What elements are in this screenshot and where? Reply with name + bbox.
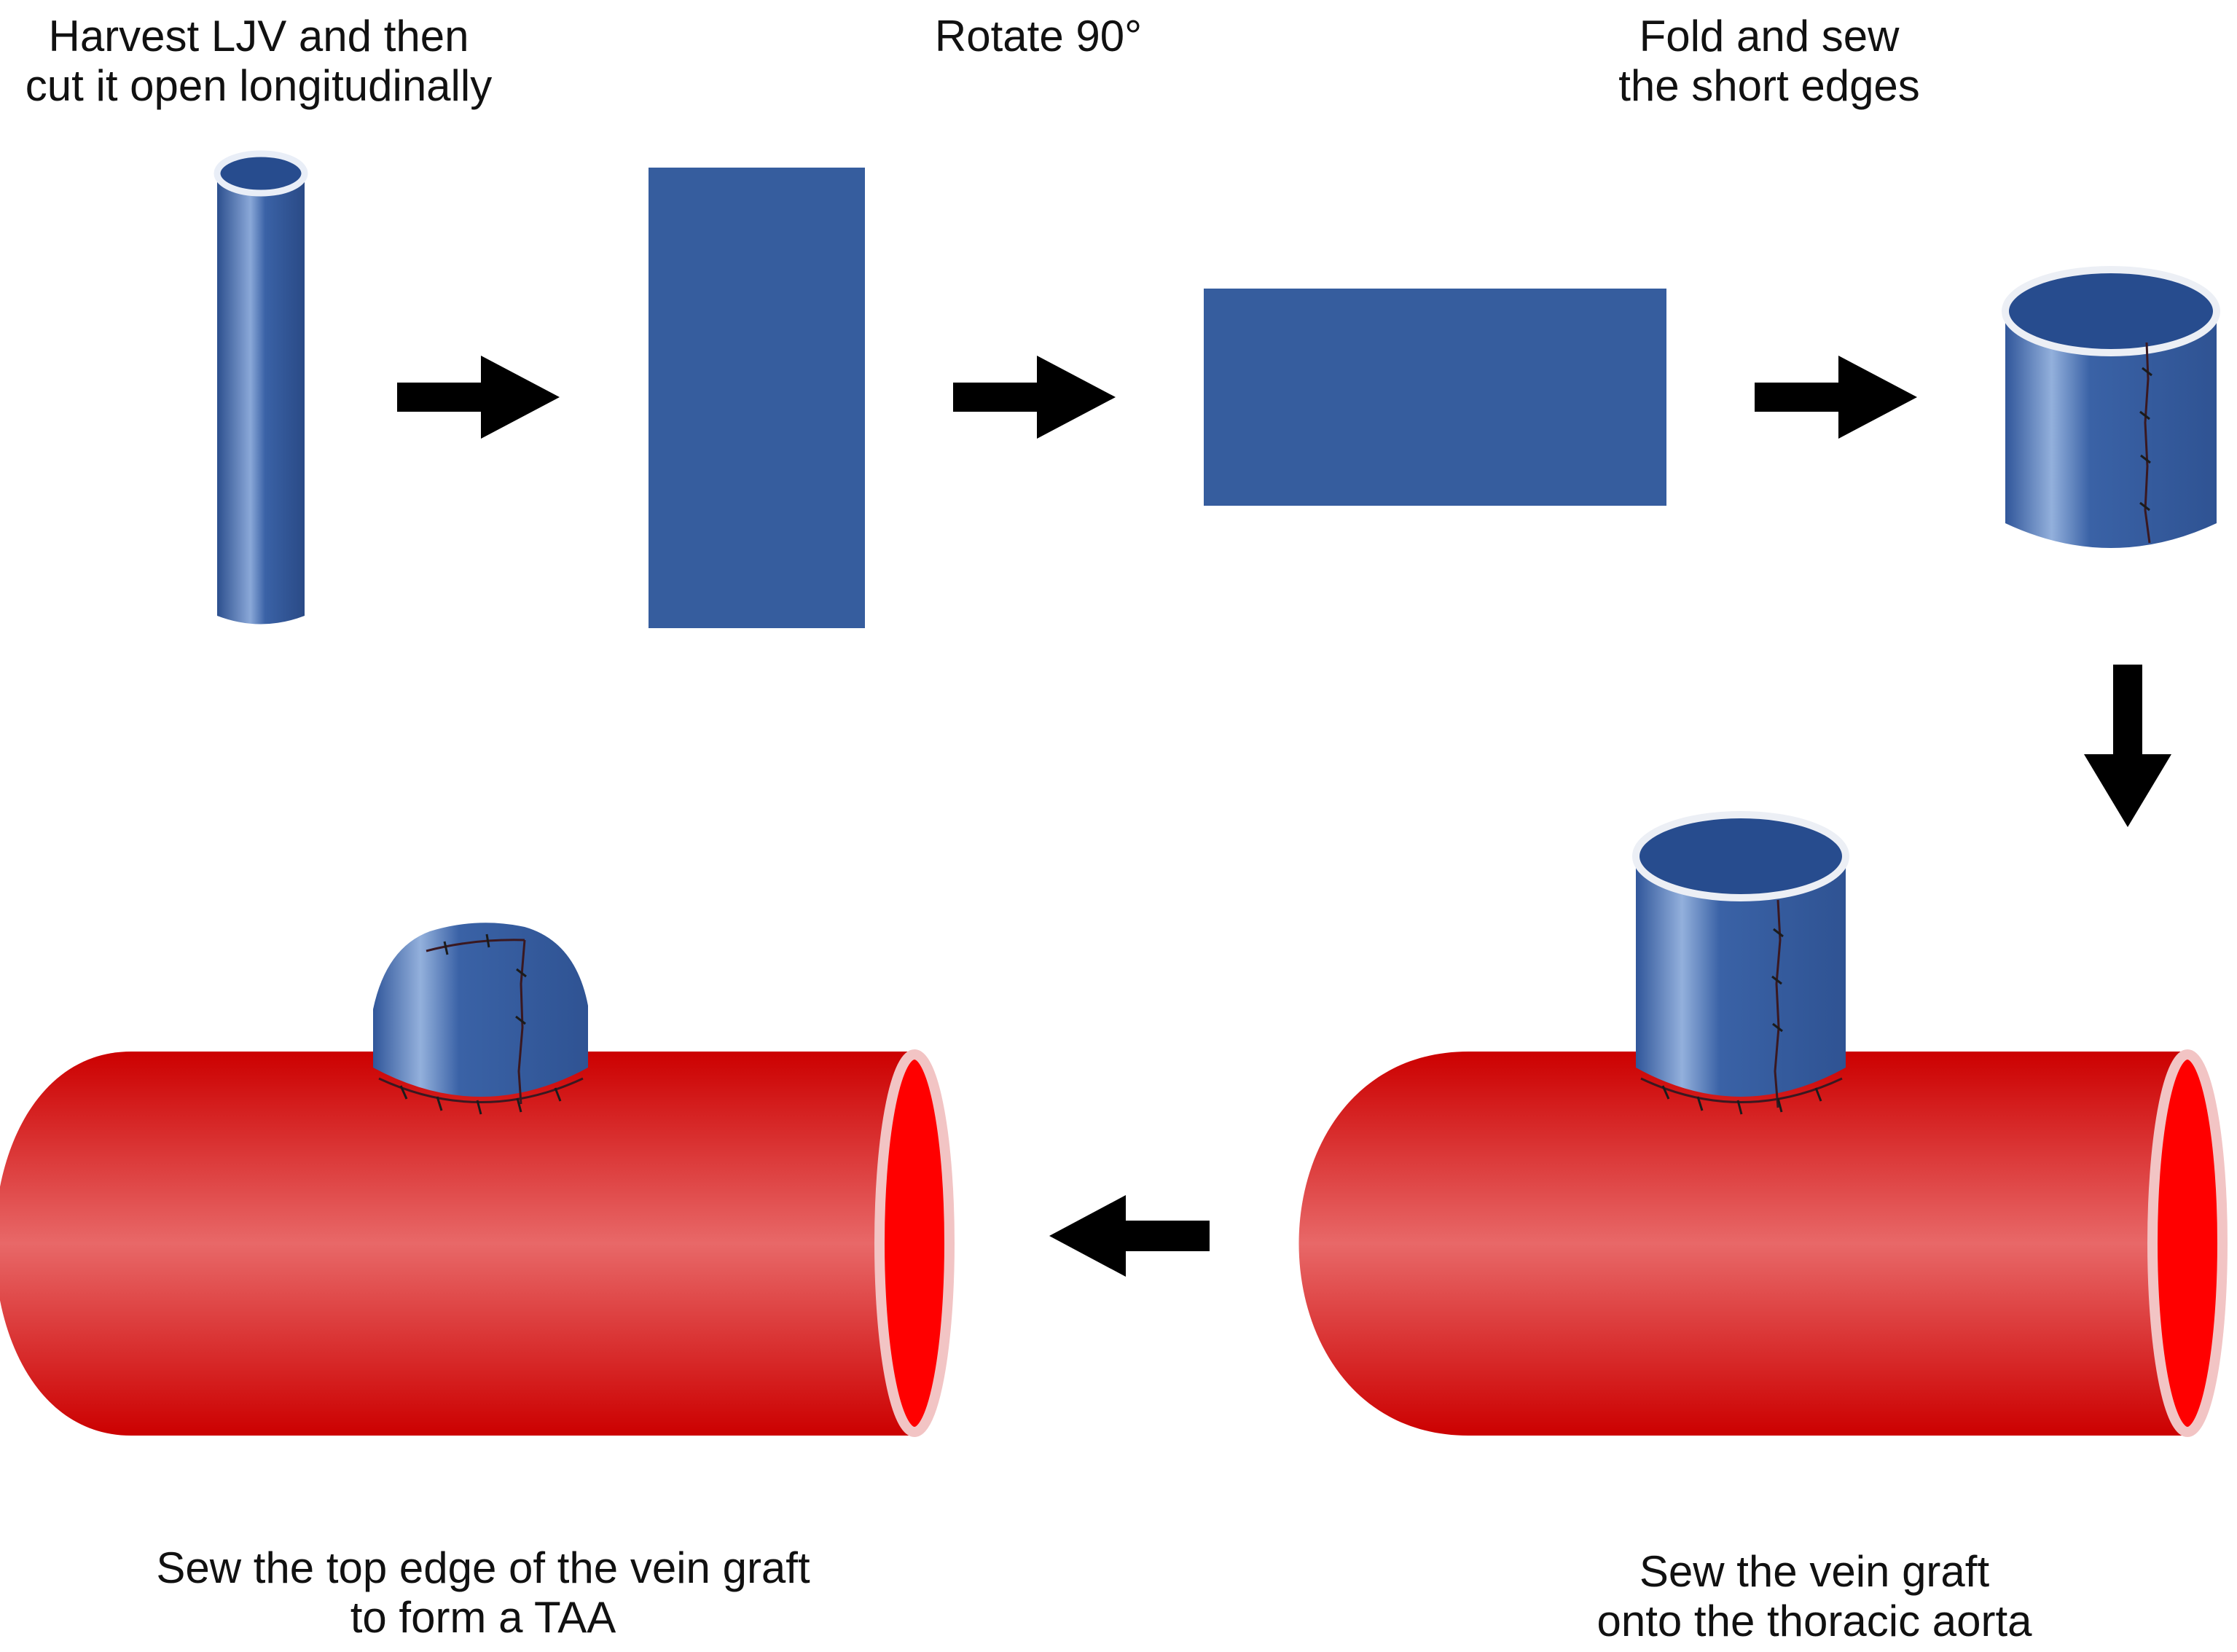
taa-dome xyxy=(373,923,588,1097)
graft-stitches xyxy=(1661,928,1822,1115)
step3-vein-sheet-horizontal xyxy=(1204,289,1666,506)
step1-label-line1: Harvest LJV and then xyxy=(48,12,469,60)
taa-vertical-suture xyxy=(517,939,526,1105)
step1-label-line2: cut it open longitudinally xyxy=(26,61,492,110)
arrow-left xyxy=(1049,1195,1210,1277)
aorta-lumen-right xyxy=(2147,1049,2228,1437)
step4-graft-on-aorta xyxy=(1298,811,2228,1437)
step5-taa-on-aorta xyxy=(0,923,955,1437)
step5-label-line1: Sew the top edge of the vein graft xyxy=(156,1543,810,1592)
cylinder-body xyxy=(2005,311,2217,548)
taa-stitches xyxy=(399,933,562,1115)
step2-vein-sheet-vertical xyxy=(649,168,865,628)
step4-label-line1: Sew the vein graft xyxy=(1639,1547,1990,1596)
arrow-right-1 xyxy=(397,356,560,439)
arrow-down xyxy=(2084,665,2171,827)
cylinder-stitches xyxy=(2139,367,2152,512)
cylinder-opening xyxy=(2002,266,2220,356)
taa-top-suture xyxy=(426,939,525,952)
step3-label-line1: Fold and sew xyxy=(1639,12,1900,60)
aorta-lumen-left xyxy=(874,1049,955,1437)
aorta-body-left xyxy=(0,1052,918,1436)
vein-tube-opening xyxy=(213,150,308,197)
step4-label-line2: onto the thoracic aorta xyxy=(1597,1597,2032,1645)
step1-vein-tube xyxy=(213,150,308,625)
arrow-right-2 xyxy=(953,356,1116,439)
step2-label: Rotate 90° xyxy=(935,12,1142,60)
step3-label-line2: the short edges xyxy=(1618,61,1920,110)
step5-label-line2: to form a TAA xyxy=(350,1593,616,1642)
step4-sewn-cylinder xyxy=(2002,266,2220,548)
vein-tube-body xyxy=(217,171,305,625)
graft-cylinder-opening xyxy=(1632,811,1849,901)
graft-cylinder-body xyxy=(1636,856,1846,1097)
aorta-body-right xyxy=(1298,1052,2193,1436)
arrow-right-3 xyxy=(1755,356,1917,439)
